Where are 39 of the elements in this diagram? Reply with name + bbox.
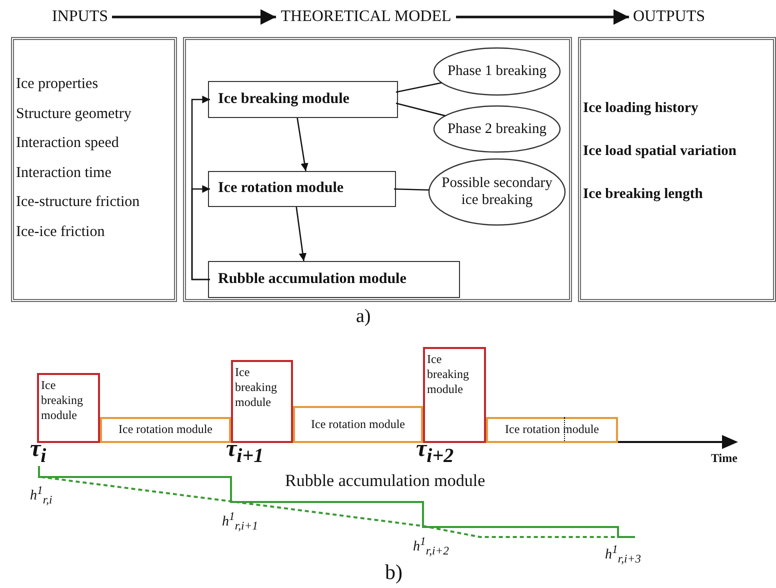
panel-label: b) bbox=[385, 560, 402, 585]
list-item: Interaction time bbox=[16, 164, 112, 182]
axis-label: Time bbox=[711, 451, 738, 466]
list-item: Structure geometry bbox=[16, 106, 132, 123]
rotation-phase-box: Ice rotation module bbox=[486, 417, 618, 443]
process-ellipse: Possible secondary ice breaking bbox=[428, 158, 566, 226]
connector-line bbox=[396, 82, 442, 93]
connector-line bbox=[396, 102, 446, 116]
breaking-phase-box: Ice breaking module bbox=[231, 360, 293, 443]
rotation-phase-box: Ice rotation module bbox=[100, 417, 231, 443]
stage-heading: THEORETICAL MODEL bbox=[274, 5, 458, 29]
rotation-phase-box: Ice rotation module bbox=[293, 406, 423, 443]
chart-title: Rubble accumulation module bbox=[285, 471, 486, 491]
arrow bbox=[296, 206, 307, 262]
breaking-phase-box: Ice breaking module bbox=[423, 347, 486, 443]
outputs-panel bbox=[578, 37, 776, 302]
breaking-phase-box: Ice breaking module bbox=[37, 373, 100, 443]
list-item: Ice-structure friction bbox=[16, 194, 140, 212]
arrow bbox=[112, 9, 276, 25]
list-item: Ice-ice friction bbox=[16, 224, 105, 241]
arrow bbox=[296, 118, 308, 172]
stage-heading: OUTPUTS bbox=[627, 5, 711, 29]
connector-line bbox=[394, 188, 430, 191]
list-item: Interaction speed bbox=[16, 135, 119, 152]
list-item: Ice properties bbox=[16, 76, 98, 93]
process-ellipse: Phase 1 breaking bbox=[433, 47, 561, 96]
module-box: Rubble accumulation module bbox=[208, 261, 460, 298]
module-box: Ice rotation module bbox=[208, 171, 396, 207]
list-item: Ice load spatial variation bbox=[583, 143, 736, 160]
arrow bbox=[191, 96, 210, 280]
process-ellipse: Phase 2 breaking bbox=[433, 105, 561, 153]
arrow bbox=[456, 9, 629, 25]
panel-label: a) bbox=[356, 306, 371, 328]
module-box: Ice breaking module bbox=[208, 81, 398, 118]
model-panel bbox=[183, 37, 572, 302]
list-item: Ice breaking length bbox=[583, 186, 703, 203]
inputs-panel bbox=[11, 37, 177, 302]
stage-heading: INPUTS bbox=[46, 5, 114, 29]
list-item: Ice loading history bbox=[583, 100, 698, 117]
